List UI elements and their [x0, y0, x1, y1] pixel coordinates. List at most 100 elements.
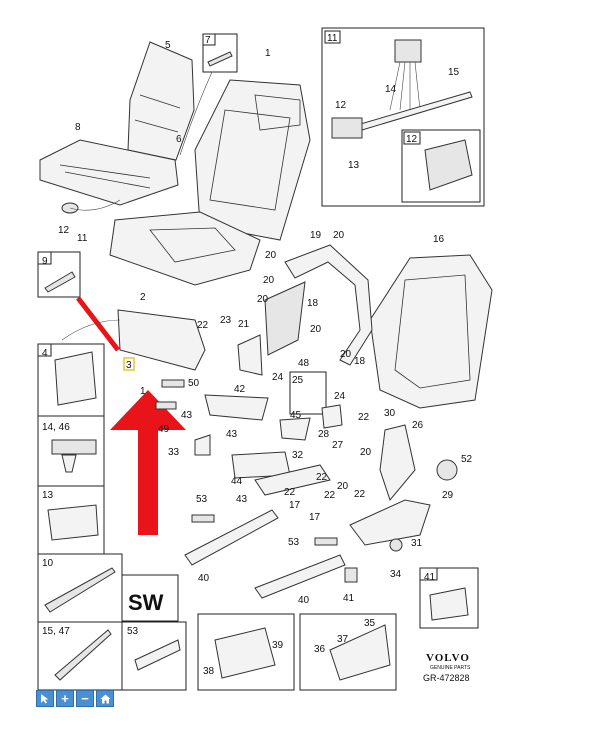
label-inset-53: 53	[127, 626, 139, 637]
seat-side-trim-3	[117, 309, 206, 371]
label-inset-13: 13	[42, 490, 54, 501]
inset-9	[37, 251, 81, 298]
label-p16: 16	[433, 234, 445, 245]
label-p5: 5	[165, 40, 171, 51]
diagram-labels: 5 1 6 8 12 11 2 7 11 14 15 12 13 12 9 16…	[42, 33, 473, 683]
label-p50: 50	[188, 378, 200, 389]
label-p41: 41	[343, 593, 355, 604]
label-p20b: 20	[265, 250, 277, 261]
label-p1b: 1	[140, 386, 146, 397]
seat-rails-40	[184, 509, 346, 599]
zoom-out-button[interactable]: −	[76, 690, 94, 707]
inset-41	[419, 567, 479, 629]
label-p26: 26	[412, 420, 424, 431]
label-p39: 39	[272, 640, 284, 651]
label-p22a: 22	[197, 320, 209, 331]
label-p42: 42	[234, 384, 246, 395]
label-p11: 11	[77, 233, 88, 244]
label-p2: 2	[140, 292, 146, 303]
seat-cushion-cover-2	[109, 211, 261, 286]
inset-13	[37, 485, 105, 555]
label-p43a: 43	[181, 410, 193, 421]
label-p22f: 22	[354, 489, 366, 500]
inset-14-46	[37, 415, 105, 487]
drawing-reference: GR-472828	[423, 673, 470, 683]
label-p37: 37	[337, 634, 349, 645]
label-p34: 34	[390, 569, 402, 580]
label-inset-9: 9	[42, 256, 48, 267]
label-p20-extra: 20	[337, 481, 349, 492]
label-inset-11: 11	[327, 33, 338, 44]
select-tool-button[interactable]	[36, 690, 54, 707]
label-p8: 8	[75, 122, 81, 133]
pointer-icon	[41, 694, 49, 704]
volvo-brand-sub: GENUINE PARTS	[430, 665, 471, 671]
label-p35: 35	[364, 618, 376, 629]
label-p23: 23	[220, 315, 232, 326]
backrest-padding-5	[127, 41, 195, 161]
label-p40a: 40	[198, 573, 210, 584]
label-p43b: 43	[226, 429, 238, 440]
clip-53-b	[314, 537, 338, 546]
label-p18: 18	[307, 298, 319, 309]
sw-label: SW	[128, 590, 164, 615]
label-p32: 32	[292, 450, 304, 461]
label-p20g: 20	[360, 447, 372, 458]
zoom-in-button[interactable]: +	[56, 690, 74, 707]
clip-41	[344, 567, 358, 583]
label-p20f: 20	[340, 349, 352, 360]
label-p20a: 20	[333, 230, 345, 241]
label-p17: 17	[289, 500, 301, 511]
label-p48: 48	[298, 358, 310, 369]
label-p40b: 40	[298, 595, 310, 606]
seat-frame-parts	[155, 334, 458, 552]
connector-11-12	[61, 199, 121, 214]
minus-icon: −	[81, 691, 89, 706]
inset-4	[37, 343, 105, 417]
label-p31: 31	[411, 538, 423, 549]
label-p21: 21	[238, 319, 250, 330]
label-p52: 52	[461, 454, 473, 465]
label-p38: 38	[203, 666, 215, 677]
control-module-box	[197, 613, 295, 691]
label-p18b: 18	[354, 356, 366, 367]
red-arrow-diagonal	[76, 296, 120, 352]
label-inset-41: 41	[424, 572, 436, 583]
label-inset-4: 4	[42, 348, 48, 359]
label-p30: 30	[384, 408, 396, 419]
label-inset-10: 10	[42, 558, 54, 569]
inset-11	[321, 27, 485, 207]
label-p11b-15: 15	[448, 67, 460, 78]
red-arrow-up	[110, 390, 186, 535]
label-p44: 44	[231, 476, 243, 487]
label-p36: 36	[314, 644, 326, 655]
label-p53b: 53	[288, 537, 300, 548]
label-p6: 6	[176, 134, 182, 145]
callout-3-label: 3	[126, 360, 132, 371]
label-p24a: 24	[272, 372, 284, 383]
label-p27: 27	[332, 440, 344, 451]
label-p12: 12	[58, 225, 70, 236]
motor-box	[299, 613, 397, 691]
inset-7	[179, 33, 238, 156]
label-p11b-12: 12	[335, 100, 347, 111]
label-p22b: 22	[358, 412, 370, 423]
inset-53	[121, 621, 187, 691]
label-p29: 29	[442, 490, 454, 501]
label-p20d: 20	[263, 275, 275, 286]
label-p17b: 17	[309, 512, 321, 523]
backrest-frame-19	[264, 244, 373, 366]
label-inset-14-46: 14, 46	[42, 422, 70, 433]
label-p28: 28	[318, 429, 330, 440]
viewer-toolbar: + −	[36, 690, 114, 707]
label-inset-12: 12	[406, 134, 418, 145]
backrest-panel-16	[369, 254, 493, 409]
home-icon	[100, 694, 110, 703]
label-p53a: 53	[196, 494, 208, 505]
label-p33: 33	[168, 447, 180, 458]
plus-icon: +	[61, 691, 69, 706]
label-p45: 45	[290, 410, 302, 421]
label-p11b-13: 13	[348, 160, 360, 171]
home-button[interactable]	[96, 690, 114, 707]
